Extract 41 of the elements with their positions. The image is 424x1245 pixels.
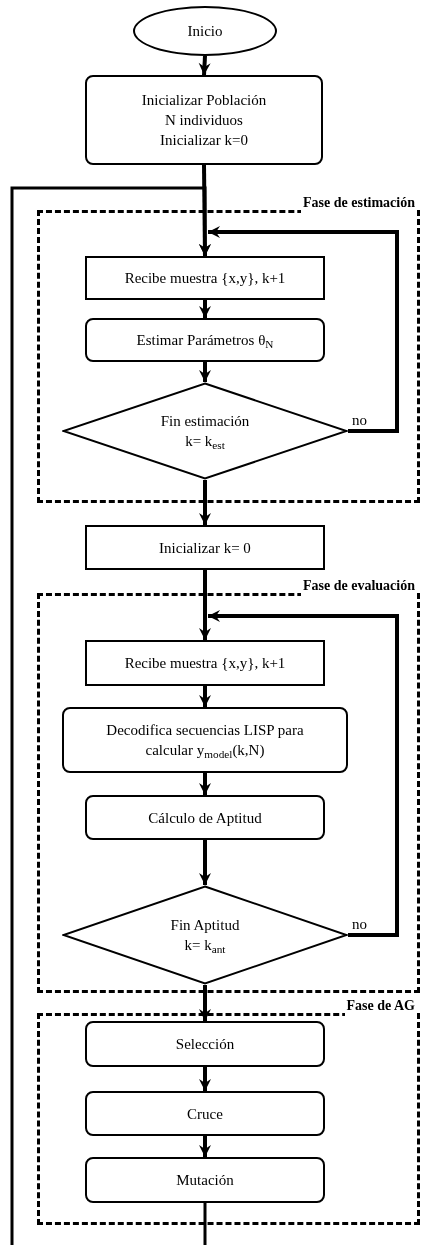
- node-text: Fin Aptitud: [170, 916, 240, 935]
- node-text: N individuos: [165, 111, 243, 130]
- node-text: Selección: [175, 1035, 235, 1054]
- arrow: [199, 773, 211, 795]
- process-box: [85, 256, 325, 300]
- node-text: Cálculo de Aptitud: [148, 808, 262, 828]
- process-box: [85, 795, 325, 840]
- arrow: [198, 55, 211, 76]
- process-box: [62, 707, 348, 773]
- node-text: k= k$_{ant}$: [183, 936, 227, 955]
- process-box: [85, 1021, 325, 1067]
- process-box: [85, 525, 325, 570]
- process-box: [85, 1091, 325, 1136]
- arrow: [199, 480, 211, 525]
- node-text: Inicio: [187, 22, 223, 41]
- arrow: [208, 226, 399, 433]
- arrow: [199, 686, 211, 707]
- process-box: [85, 1157, 325, 1203]
- node-text: Inicializar k= 0: [159, 538, 251, 558]
- node-text: Cruce: [187, 1104, 223, 1124]
- arrow: [199, 1136, 211, 1157]
- arrow: [10, 186, 211, 1245]
- arrow: [199, 1067, 211, 1091]
- process-box: [85, 75, 323, 165]
- arrow: [199, 985, 211, 1021]
- node-text: Recibe muestra {x,y}, k+1: [124, 269, 286, 288]
- arrow: [199, 300, 211, 318]
- arrow: [199, 570, 211, 640]
- node-text: Inicializar Población: [141, 91, 267, 110]
- node-text: Estimar Parámetros θ$_{N}$: [136, 331, 274, 350]
- node-text: Fin estimación: [160, 412, 250, 431]
- node-text: Recibe muestra {x,y}, k+1: [124, 654, 286, 673]
- process-box: [85, 640, 325, 686]
- node-text: Decodifica secuencias LISP para calcular y$_{model}$(k,N): [105, 721, 305, 760]
- node-text: k= k$_{est}$: [184, 432, 226, 451]
- arrow: [199, 840, 211, 885]
- node-text: Mutación: [176, 1171, 234, 1190]
- node-text: Inicializar k=0: [160, 131, 248, 150]
- process-box: [85, 318, 325, 362]
- arrow: [199, 362, 211, 382]
- arrow: [208, 610, 399, 937]
